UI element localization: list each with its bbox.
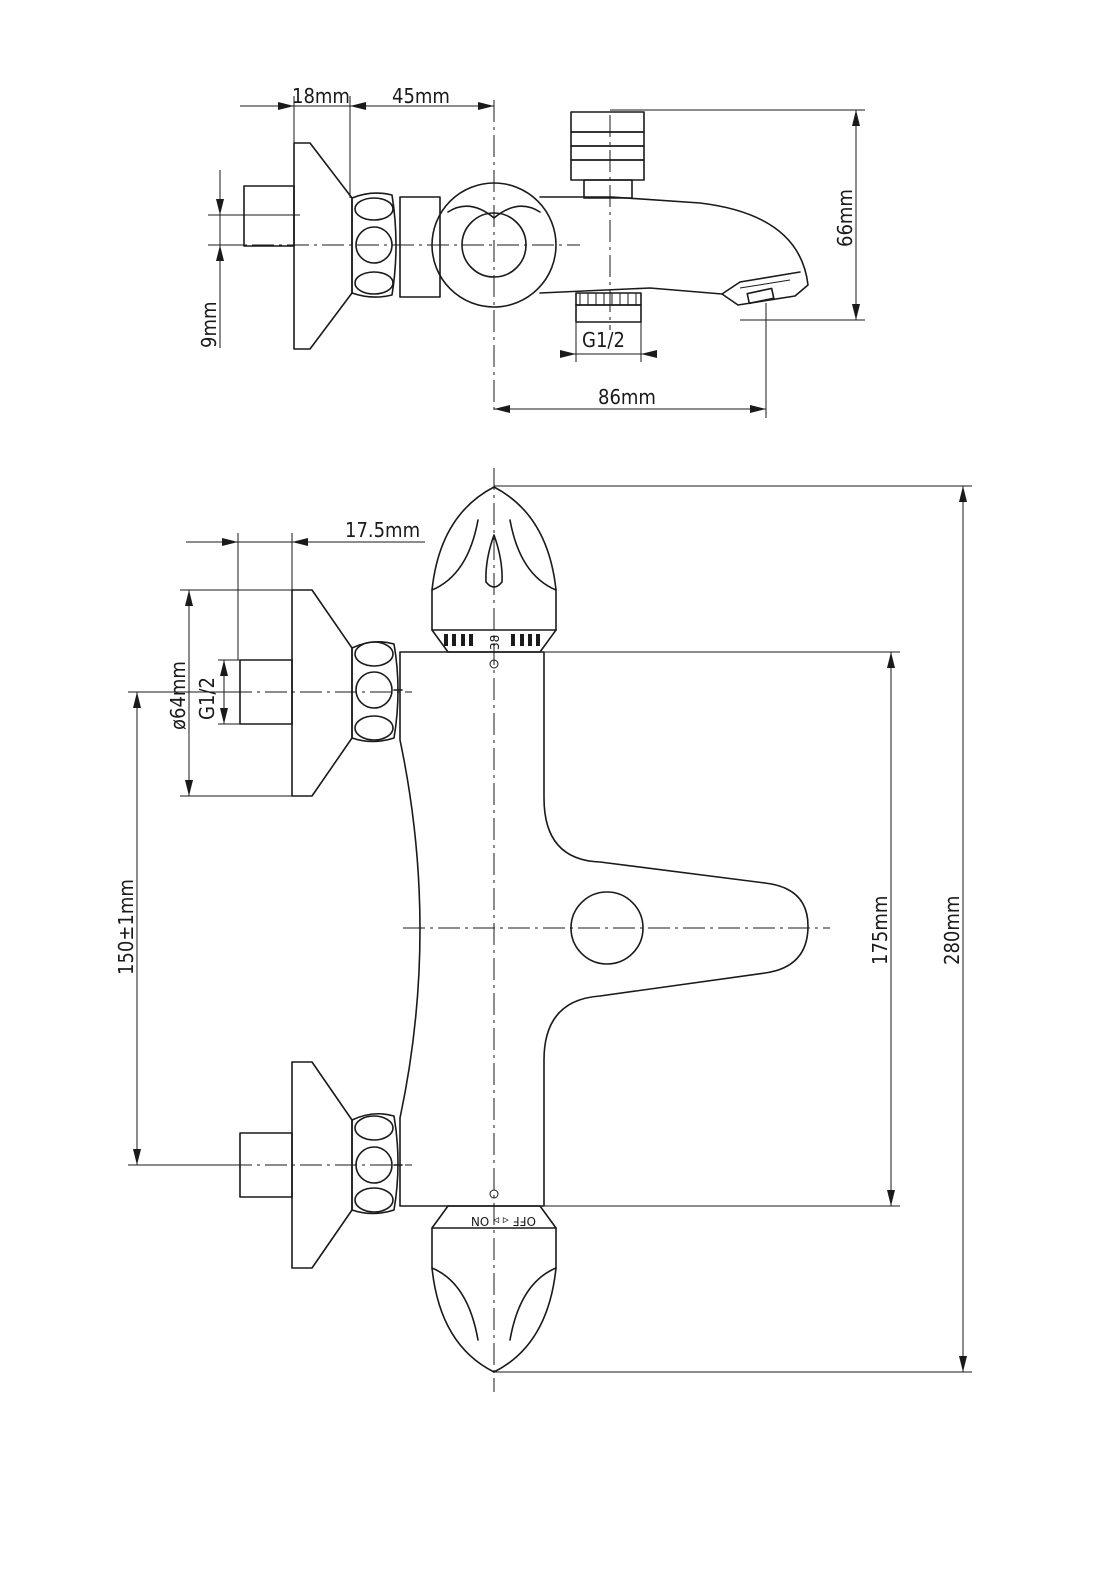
dim-spout-reach-label: 86mm <box>598 385 656 409</box>
dim-wall-gap-label: 17.5mm <box>345 518 420 542</box>
lower-inlet <box>239 1061 403 1269</box>
top-connection-nut <box>351 192 397 298</box>
dim-thread-len-label: 9mm <box>197 301 221 348</box>
dim-height-label: 66mm <box>833 189 857 247</box>
dim-body-height-label: 175mm <box>868 896 892 965</box>
temperature-scale <box>444 634 540 646</box>
dim-outlet-thread-label: G1/2 <box>582 328 625 352</box>
dim-flange-label: 18mm <box>292 84 350 108</box>
top-shower-outlet <box>575 292 642 323</box>
top-spout <box>539 196 809 306</box>
flow-direction-label: OFF ◃ ▹ ON <box>471 1214 536 1228</box>
dim-centers-label: 150±1mm <box>114 879 138 975</box>
top-escutcheon <box>293 142 353 350</box>
temperature-marker-label: 38 <box>488 635 502 650</box>
dim-escutcheon-label: ø64mm <box>166 661 190 730</box>
top-diverter-knob[interactable] <box>570 111 645 199</box>
front-view: 38 OFF ◃ ▹ ON <box>114 468 972 1392</box>
top-view: 18mm 45mm 9mm 66mm G1/2 86mm <box>197 84 865 418</box>
top-body-tube <box>399 196 441 298</box>
dim-offset-label: 45mm <box>392 84 450 108</box>
dim-overall-height-label: 280mm <box>940 896 964 965</box>
dim-inlet-thread-label: G1/2 <box>195 677 219 720</box>
upper-inlet <box>239 589 403 797</box>
top-inlet-thread <box>243 185 295 247</box>
mixer-body <box>399 651 809 1207</box>
